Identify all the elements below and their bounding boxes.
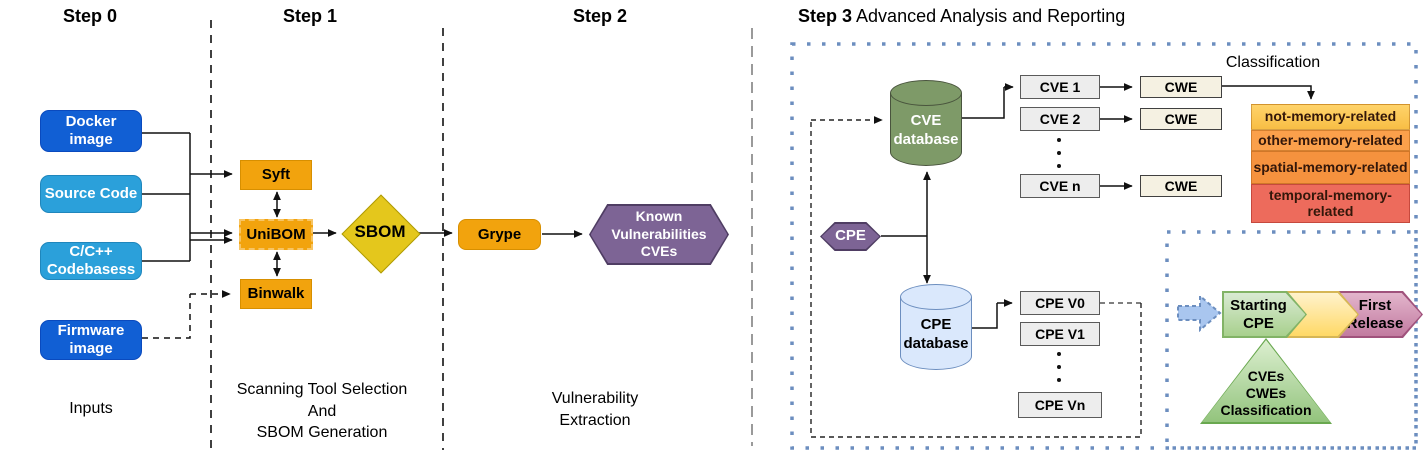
flow-arrow-icon xyxy=(1177,293,1222,333)
step1-title: Step 1 xyxy=(282,6,338,26)
input-docker-image: Docker image xyxy=(40,110,142,152)
cpe-version-vn: CPE Vn xyxy=(1018,392,1102,418)
chevron-starting-cpe-label: Starting CPE xyxy=(1224,293,1306,337)
ellipsis-dots xyxy=(1057,138,1061,382)
input-cpp-codebases: C/C++ Codebasess xyxy=(40,242,142,280)
step3-title-bold: Step 3 xyxy=(798,6,853,26)
tool-syft: Syft xyxy=(240,160,312,190)
cpe-database-cylinder-top xyxy=(900,284,972,310)
triangle-label: CVEs CWEs Classification xyxy=(1220,368,1312,419)
band-temporal-memory-related: temporal-memory-related xyxy=(1251,184,1410,223)
cpe-version-v1: CPE V1 xyxy=(1020,322,1100,346)
step0-title: Step 0 xyxy=(62,6,118,26)
cpe-version-v0: CPE V0 xyxy=(1020,291,1100,315)
cve-item-1: CVE 1 xyxy=(1020,75,1100,99)
band-not-memory-related: not-memory-related xyxy=(1251,104,1410,130)
tool-binwalk: Binwalk xyxy=(240,279,312,309)
known-vulnerabilities-label: Known Vulnerabilities CVEs xyxy=(590,205,728,264)
band-spatial-memory-related: spatial-memory-related xyxy=(1251,151,1410,184)
band-other-memory-related: other-memory-related xyxy=(1251,130,1410,151)
cpe-hexagon-label: CPE xyxy=(821,223,880,250)
cve-database-label: CVE database xyxy=(893,112,959,148)
tool-grype: Grype xyxy=(458,219,541,250)
tool-unibom: UniBOM xyxy=(239,219,313,250)
cpe-database-label: CPE database xyxy=(903,316,969,352)
step2-title: Step 2 xyxy=(572,6,628,26)
step3-dotted-frame xyxy=(790,42,1418,450)
step3-title: Step 3 Advanced Analysis and Reporting xyxy=(798,6,1125,27)
input-firmware-image: Firmware image xyxy=(40,320,142,360)
cwe-box-2: CWE xyxy=(1140,108,1222,130)
cve-database-cylinder-top xyxy=(890,80,962,106)
cve-item-n: CVE n xyxy=(1020,174,1100,198)
known-vulnerabilities-hexagon: Known Vulnerabilities CVEs xyxy=(589,204,729,265)
chevron-first-release-label: First Release xyxy=(1341,293,1422,337)
input-source-code: Source Code xyxy=(40,175,142,213)
cwe-box-1: CWE xyxy=(1140,76,1222,98)
cpe-hexagon: CPE xyxy=(820,222,881,251)
cpe-database-cylinder: CPE database xyxy=(900,284,972,370)
inputs-caption: Inputs xyxy=(69,400,113,417)
classification-label: Classification xyxy=(1225,54,1321,71)
cve-item-2: CVE 2 xyxy=(1020,107,1100,131)
step2-caption: Vulnerability Extraction xyxy=(551,390,639,429)
step3-title-subtitle: Advanced Analysis and Reporting xyxy=(852,6,1126,26)
cve-database-cylinder: CVE database xyxy=(890,80,962,166)
step1-caption: Scanning Tool Selection And SBOM Generat… xyxy=(236,381,408,442)
cwe-box-n: CWE xyxy=(1140,175,1222,197)
chevron-starting-cpe: Starting CPE xyxy=(1222,291,1307,338)
sbom-label: SBOM xyxy=(354,222,406,241)
